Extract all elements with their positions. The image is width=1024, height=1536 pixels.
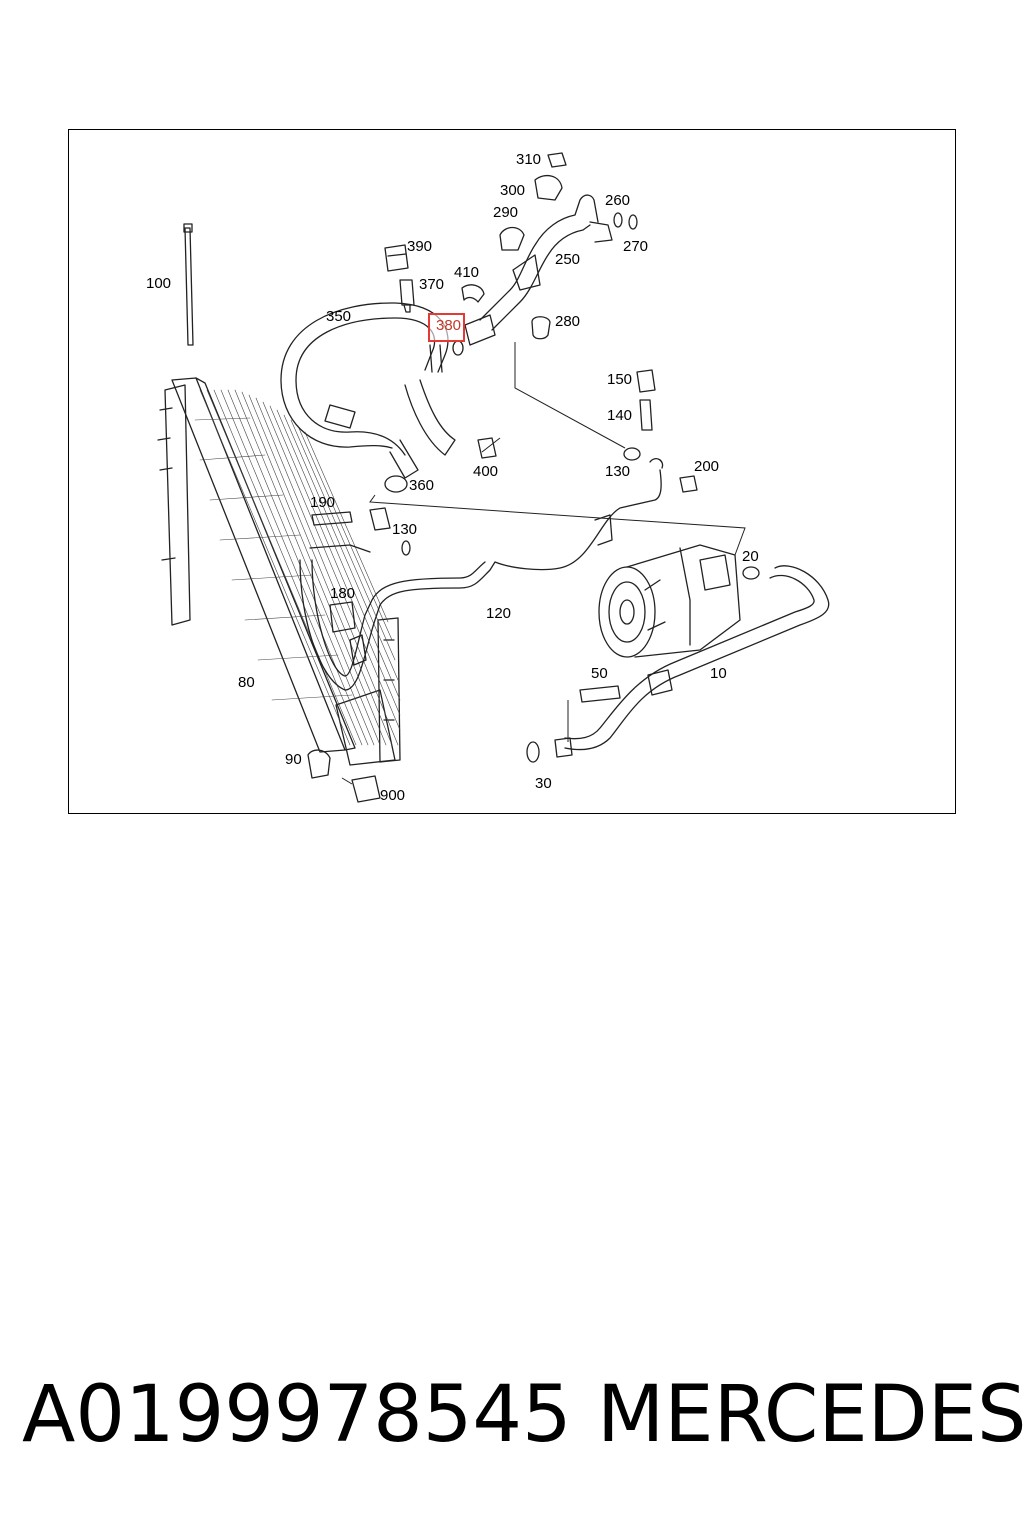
- callout-140: 140: [607, 407, 633, 424]
- callout-120: 120: [486, 605, 512, 622]
- part-130-oring-b: [401, 540, 411, 556]
- part-290-plate: [499, 226, 525, 251]
- callout-380-highlighted[interactable]: 380: [428, 313, 466, 342]
- part-10-line: [554, 565, 830, 758]
- callout-20: 20: [742, 548, 759, 565]
- part-number: A0199978545: [22, 1370, 572, 1460]
- part-50-bolt: [579, 685, 621, 703]
- part-390-cap: [384, 244, 409, 272]
- part-250-pipe: [464, 194, 613, 346]
- callout-280: 280: [555, 313, 581, 330]
- callout-300: 300: [500, 182, 526, 199]
- callout-130-a: 130: [605, 463, 631, 480]
- part-360-washer: [384, 475, 408, 493]
- callout-100: 100: [146, 275, 172, 292]
- part-compressor: [598, 544, 741, 658]
- callout-150: 150: [607, 371, 633, 388]
- part-120-line: [299, 469, 662, 691]
- callout-50: 50: [591, 665, 608, 682]
- part-280-grommet: [531, 316, 551, 340]
- callout-190: 190: [310, 494, 336, 511]
- condenser-fins: [194, 389, 401, 746]
- caption: A0199978545 MERCEDES: [0, 1370, 1024, 1480]
- part-140-valve: [639, 399, 653, 431]
- part-190-bolt: [311, 511, 353, 526]
- callout-250: 250: [555, 251, 581, 268]
- callout-200: 200: [694, 458, 720, 475]
- callout-270: 270: [623, 238, 649, 255]
- parts-diagram: [157, 152, 830, 803]
- part-270-oring: [628, 214, 638, 230]
- callout-400: 400: [473, 463, 499, 480]
- part-370-valve: [399, 279, 415, 313]
- callout-350: 350: [326, 308, 352, 325]
- part-410-clamp: [461, 284, 485, 303]
- part-310-nut: [547, 152, 567, 168]
- diagram-frame: [68, 129, 956, 814]
- callout-310: 310: [516, 151, 542, 168]
- brand-name: MERCEDES: [597, 1370, 1024, 1460]
- callout-410: 410: [454, 264, 480, 281]
- part-100-rod: [183, 223, 194, 346]
- part-80-condenser: [157, 377, 401, 766]
- callout-260: 260: [605, 192, 631, 209]
- callout-180: 180: [330, 585, 356, 602]
- callout-360: 360: [409, 477, 435, 494]
- part-400-nut: [477, 437, 497, 459]
- part-260-oring: [613, 212, 623, 228]
- callout-90: 90: [285, 751, 302, 768]
- part-150-cap: [636, 369, 656, 393]
- callout-130-b: 130: [392, 521, 418, 538]
- part-200-fitting: [649, 458, 664, 469]
- callout-370: 370: [419, 276, 445, 293]
- part-20-oring: [742, 566, 760, 580]
- callout-10: 10: [710, 665, 727, 682]
- part-200-nut: [679, 475, 698, 493]
- part-900-pad: [351, 775, 381, 803]
- callout-80: 80: [238, 674, 255, 691]
- part-180-bracket: [329, 601, 356, 633]
- part-350-hose: [280, 302, 456, 479]
- part-90-clip: [307, 749, 331, 779]
- part-130-oring-a: [623, 447, 641, 461]
- part-30-oring: [526, 741, 540, 763]
- callout-900: 900: [380, 787, 406, 804]
- leader-lines: [341, 342, 746, 785]
- part-380-oring: [452, 340, 464, 356]
- part-300-bracket: [534, 174, 563, 201]
- callout-390: 390: [407, 238, 433, 255]
- callout-290: 290: [493, 204, 519, 221]
- callout-30: 30: [535, 775, 552, 792]
